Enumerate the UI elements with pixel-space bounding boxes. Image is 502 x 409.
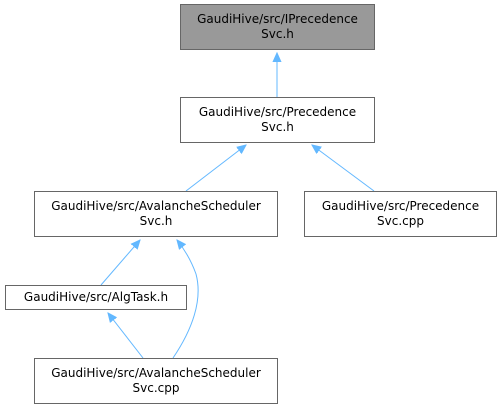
edge-precedence-cpp-to-precedence-h bbox=[312, 145, 375, 192]
node-alg-task-h[interactable]: GaudiHive/src/AlgTask.h bbox=[5, 285, 187, 310]
edge-avalanche-h-to-precedence-h bbox=[185, 145, 246, 192]
edge-avalanche-cpp-to-algtask-h bbox=[108, 313, 144, 359]
node-precedence-svc-cpp[interactable]: GaudiHive/src/Precedence Svc.cpp bbox=[304, 191, 497, 237]
node-label-line2: Svc.h bbox=[261, 27, 294, 41]
node-label-line2: Svc.cpp bbox=[132, 381, 180, 395]
node-iprecedence-svc-h[interactable]: GaudiHive/src/IPrecedence Svc.h bbox=[180, 4, 375, 50]
node-label-line1: GaudiHive/src/AvalancheScheduler bbox=[51, 366, 261, 380]
node-label-line1: GaudiHive/src/Precedence bbox=[321, 199, 480, 213]
edge-algtask-h-to-avalanche-h bbox=[100, 240, 140, 286]
node-precedence-svc-h[interactable]: GaudiHive/src/Precedence Svc.h bbox=[180, 97, 375, 143]
node-avalanche-scheduler-svc-cpp[interactable]: GaudiHive/src/AvalancheScheduler Svc.cpp bbox=[34, 358, 278, 404]
node-label-line1: GaudiHive/src/Precedence bbox=[198, 105, 357, 119]
node-label-line1: GaudiHive/src/AvalancheScheduler bbox=[51, 199, 261, 213]
node-label-line1: GaudiHive/src/AlgTask.h bbox=[23, 290, 169, 304]
node-avalanche-scheduler-svc-h[interactable]: GaudiHive/src/AvalancheScheduler Svc.h bbox=[34, 191, 278, 237]
node-label-line1: GaudiHive/src/IPrecedence bbox=[197, 12, 358, 26]
node-label-line2: Svc.h bbox=[261, 120, 294, 134]
edge-avalanche-cpp-to-avalanche-h bbox=[172, 240, 199, 359]
node-label-line2: Svc.cpp bbox=[377, 214, 424, 228]
node-label-line2: Svc.h bbox=[139, 214, 173, 228]
